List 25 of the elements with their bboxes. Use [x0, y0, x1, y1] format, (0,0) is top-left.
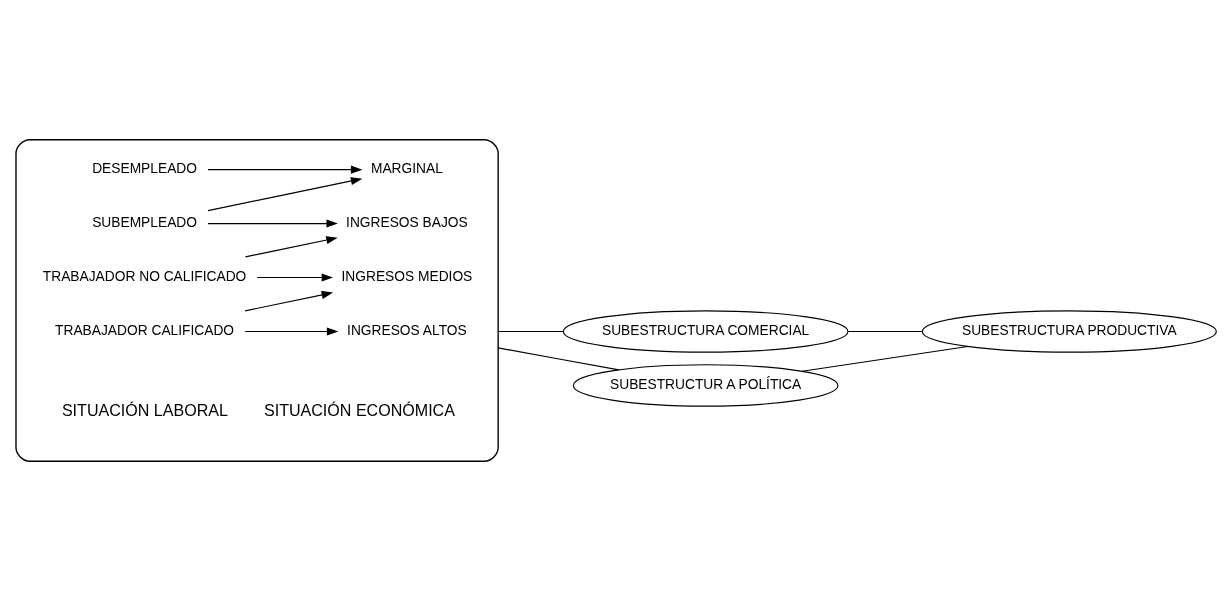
node-text: MARGINAL: [370, 161, 443, 177]
node-label: SITUACIÓN LABORAL: [61, 401, 228, 420]
node-text: INGRESOS ALTOS: [347, 323, 467, 339]
node-ellipse: SUBESTRUCTURA PRODUCTIVA: [921, 310, 1217, 353]
arrow: [244, 327, 339, 336]
node-ellipse: SUBESTRUCTURA COMERCIAL: [562, 310, 849, 353]
arrow: [207, 219, 338, 228]
node-label: SITUACIÓN ECONÓMICA: [263, 401, 455, 420]
arrow: [244, 291, 334, 312]
connector: [801, 345, 969, 372]
cluster: [15, 139, 499, 462]
node-text: TRABAJADOR NO CALIFICADO: [42, 269, 247, 285]
node-text: SUBEMPLEADO: [92, 215, 197, 231]
node-text: INGRESOS MEDIOS: [341, 269, 473, 285]
node-text: INGRESOS BAJOS: [346, 215, 468, 231]
node-text: DESEMPLEADO: [92, 161, 197, 177]
arrow: [207, 177, 363, 212]
connector: [847, 330, 923, 333]
arrow: [256, 273, 334, 282]
arrow: [207, 165, 363, 174]
connector: [497, 347, 620, 371]
node-ellipse: SUBESTRUCTUR A POLÍTICA: [572, 364, 839, 407]
node-text: TRABAJADOR CALIFICADO: [55, 323, 235, 339]
connector: [497, 330, 564, 333]
arrow: [244, 236, 338, 258]
